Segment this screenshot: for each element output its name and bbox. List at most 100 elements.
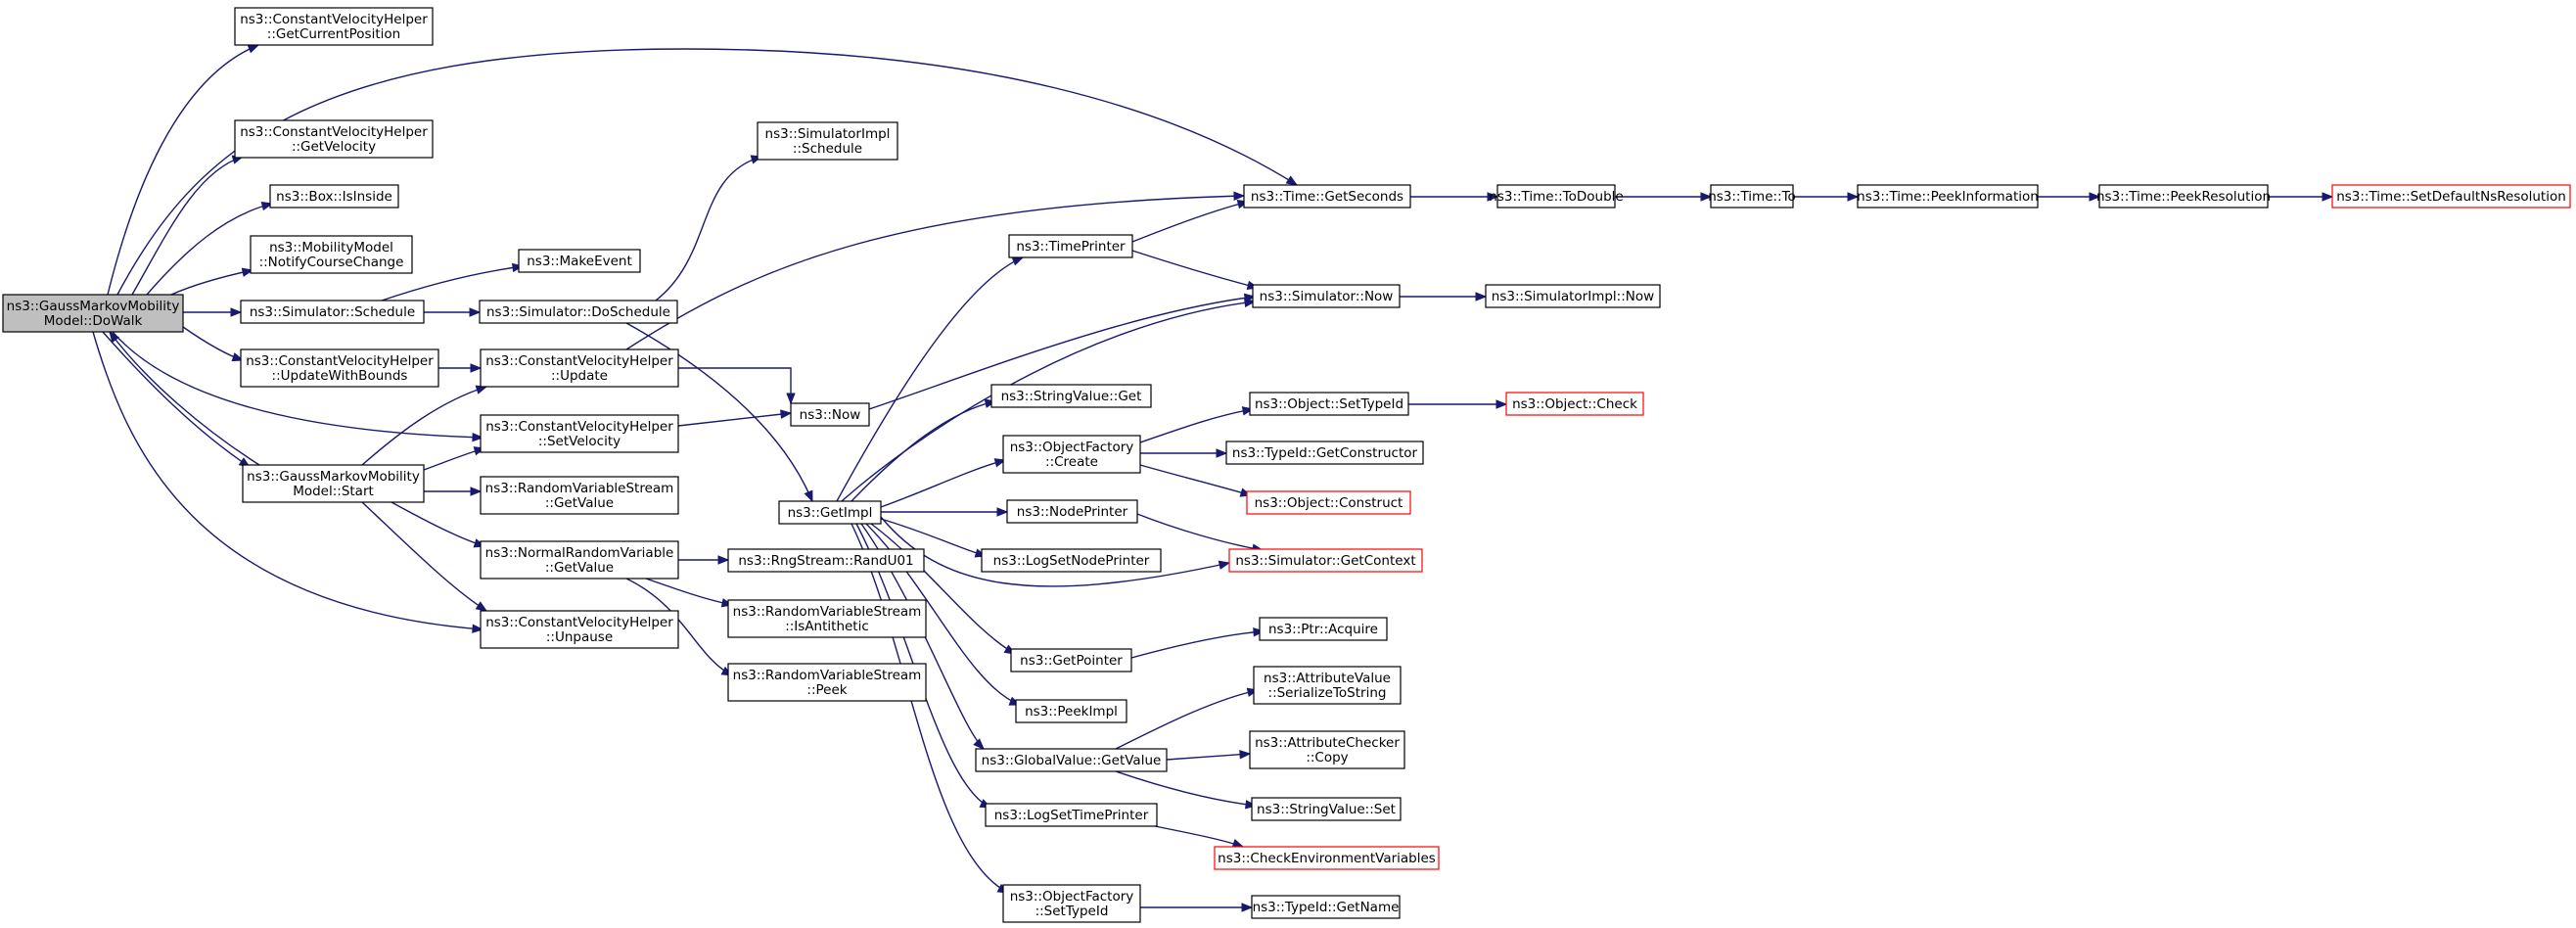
edge-cvUpdate-to-getSec — [625, 191, 1246, 350]
edge-peekInfo-to-peekRes — [2038, 192, 2101, 202]
node-label: ns3::GaussMarkovMobility — [247, 469, 420, 485]
node-setDefRes[interactable]: ns3::Time::SetDefaultNsResolution — [2331, 184, 2571, 209]
edge-getSec-to-toDouble — [1410, 192, 1499, 202]
node-nrvGetVal[interactable]: ns3::NormalRandomVariable::GetValue — [480, 540, 679, 580]
node-label: ::GetValue — [545, 560, 614, 576]
node-label: ns3::Time::PeekInformation — [1857, 189, 2039, 205]
node-cvUnpause[interactable]: ns3::ConstantVelocityHelper::Unpause — [480, 610, 679, 649]
node-ptrAcq[interactable]: ns3::Ptr::Acquire — [1259, 617, 1388, 641]
node-label: ns3::Time::SetDefaultNsResolution — [2336, 189, 2566, 205]
node-nodePrint[interactable]: ns3::NodePrinter — [1006, 499, 1138, 524]
edge-start-to-root — [109, 330, 260, 466]
node-label: ns3::TimePrinter — [1016, 239, 1126, 255]
node-makeEvent[interactable]: ns3::MakeEvent — [518, 249, 641, 273]
node-checkEnv[interactable]: ns3::CheckEnvironmentVariables — [1214, 846, 1440, 870]
node-simSched[interactable]: ns3::Simulator::Schedule — [240, 300, 425, 324]
node-label: ns3::ConstantVelocityHelper — [485, 353, 673, 369]
node-cvSetVel[interactable]: ns3::ConstantVelocityHelper::SetVelocity — [480, 414, 679, 453]
node-label: ns3::GlobalValue::GetValue — [982, 753, 1162, 768]
node-label: ns3::GaussMarkovMobility — [7, 299, 180, 314]
node-label: ::SetTypeId — [1035, 904, 1109, 919]
node-label: ns3::GetImpl — [788, 505, 873, 521]
edge-root-to-notify — [170, 267, 254, 296]
node-getCtx[interactable]: ns3::Simulator::GetContext — [1228, 548, 1423, 573]
edge-ofCreate-to-objSetTid — [1139, 406, 1255, 443]
node-label: ::GetCurrentPosition — [267, 26, 400, 42]
node-getImpl[interactable]: ns3::GetImpl — [778, 500, 882, 525]
node-label: ns3::StringValue::Set — [1257, 802, 1396, 817]
node-label: ::SerializeToString — [1268, 685, 1387, 701]
node-label: ns3::LogSetTimePrinter — [994, 808, 1149, 823]
node-now[interactable]: ns3::Now — [790, 402, 870, 427]
node-objSetTid[interactable]: ns3::Object::SetTypeId — [1249, 392, 1409, 416]
node-boxInside[interactable]: ns3::Box::IsInside — [269, 184, 399, 209]
node-label: ns3::Object::Construct — [1255, 495, 1403, 511]
node-label: ns3::NormalRandomVariable — [485, 545, 674, 561]
edge-getImpl-to-strGet — [851, 398, 997, 502]
edge-start-to-cvUnpause — [361, 501, 488, 612]
edge-root-to-cvUpdB — [182, 326, 245, 362]
node-objCheck[interactable]: ns3::Object::Check — [1505, 392, 1644, 416]
node-getSec[interactable]: ns3::Time::GetSeconds — [1243, 184, 1411, 209]
node-doSched[interactable]: ns3::Simulator::DoSchedule — [479, 300, 678, 324]
edge-toDouble-to-timeTo — [1615, 192, 1713, 202]
node-label: ::UpdateWithBounds — [272, 368, 408, 384]
node-logTime[interactable]: ns3::LogSetTimePrinter — [985, 803, 1158, 827]
node-label: ns3::ObjectFactory — [1010, 889, 1134, 905]
node-rvsGetVal[interactable]: ns3::RandomVariableStream::GetValue — [480, 476, 679, 515]
edge-gvGet-to-svSet — [1115, 770, 1258, 810]
node-cvGetVel[interactable]: ns3::ConstantVelocityHelper::GetVelocity — [234, 119, 434, 159]
node-label: ns3::RandomVariableStream — [733, 604, 922, 620]
node-gvGet[interactable]: ns3::GlobalValue::GetValue — [975, 748, 1168, 772]
node-label: ::Peek — [806, 682, 847, 698]
node-tidName[interactable]: ns3::TypeId::GetName — [1251, 895, 1401, 919]
node-peekInfo[interactable]: ns3::Time::PeekInformation — [1857, 184, 2039, 209]
node-svSet[interactable]: ns3::StringValue::Set — [1251, 797, 1402, 821]
node-peekRes[interactable]: ns3::Time::PeekResolution — [2096, 184, 2271, 209]
edge-gvGet-to-avSer — [1115, 687, 1260, 750]
node-implNow[interactable]: ns3::SimulatorImpl::Now — [1485, 284, 1661, 308]
node-getPtr[interactable]: ns3::GetPointer — [1010, 648, 1132, 673]
node-label: ns3::SimulatorImpl::Now — [1492, 289, 1654, 304]
node-implSched[interactable]: ns3::SimulatorImpl::Schedule — [757, 121, 898, 161]
edge-root-to-boxInside — [146, 201, 274, 296]
node-label: ::GetVelocity — [292, 139, 376, 155]
edge-start-to-rvsGetVal — [424, 487, 483, 496]
node-notify[interactable]: ns3::MobilityModel::NotifyCourseChange — [250, 235, 413, 274]
call-edges — [92, 44, 2334, 912]
node-cvUpdB[interactable]: ns3::ConstantVelocityHelper::UpdateWithB… — [240, 348, 439, 388]
node-cvUpdate[interactable]: ns3::ConstantVelocityHelper::Update — [480, 348, 679, 388]
node-peekImpl[interactable]: ns3::PeekImpl — [1015, 699, 1127, 723]
node-avSer[interactable]: ns3::AttributeValue::SerializeToString — [1253, 666, 1402, 705]
node-peek[interactable]: ns3::RandomVariableStream::Peek — [727, 663, 927, 702]
node-label: ns3::Time::GetSeconds — [1251, 189, 1403, 205]
edge-root-to-getSec — [116, 48, 1299, 296]
node-label: ns3::GetPointer — [1020, 653, 1123, 669]
node-acCopy[interactable]: ns3::AttributeChecker::Copy — [1249, 730, 1405, 769]
node-isAnti[interactable]: ns3::RandomVariableStream::IsAntithetic — [727, 599, 927, 638]
edge-ofCreate-to-objCtor — [1139, 464, 1253, 497]
node-cvGetPos[interactable]: ns3::ConstantVelocityHelper::GetCurrentP… — [234, 7, 434, 46]
node-randU01[interactable]: ns3::RngStream::RandU01 — [727, 548, 925, 573]
node-ofCreate[interactable]: ns3::ObjectFactory::Create — [1002, 435, 1141, 474]
node-logNode[interactable]: ns3::LogSetNodePrinter — [981, 548, 1162, 573]
node-label: ns3::ConstantVelocityHelper — [246, 353, 434, 369]
node-tidCtor[interactable]: ns3::TypeId::GetConstructor — [1225, 441, 1424, 465]
node-timeTo[interactable]: ns3::Time::To — [1708, 184, 1796, 209]
node-objCtor[interactable]: ns3::Object::Construct — [1246, 490, 1411, 515]
node-ofSetTid[interactable]: ns3::ObjectFactory::SetTypeId — [1002, 884, 1141, 923]
edge-ofSetTid-to-tidName — [1140, 903, 1254, 912]
edge-cvSetVel-to-now — [677, 409, 793, 427]
node-label: ::IsAntithetic — [785, 619, 869, 634]
node-timePrint[interactable]: ns3::TimePrinter — [1008, 234, 1133, 258]
edge-logTime-to-checkEnv — [1154, 825, 1245, 849]
node-simNow[interactable]: ns3::Simulator::Now — [1252, 284, 1401, 308]
edge-start-to-cvSetVel — [423, 446, 486, 471]
node-toDouble[interactable]: ns3::Time::ToDouble — [1489, 184, 1624, 209]
edge-getPtr-to-ptrAcq — [1130, 627, 1265, 659]
node-strGet[interactable]: ns3::StringValue::Get — [990, 384, 1152, 408]
node-label: ns3::ObjectFactory — [1010, 440, 1134, 455]
